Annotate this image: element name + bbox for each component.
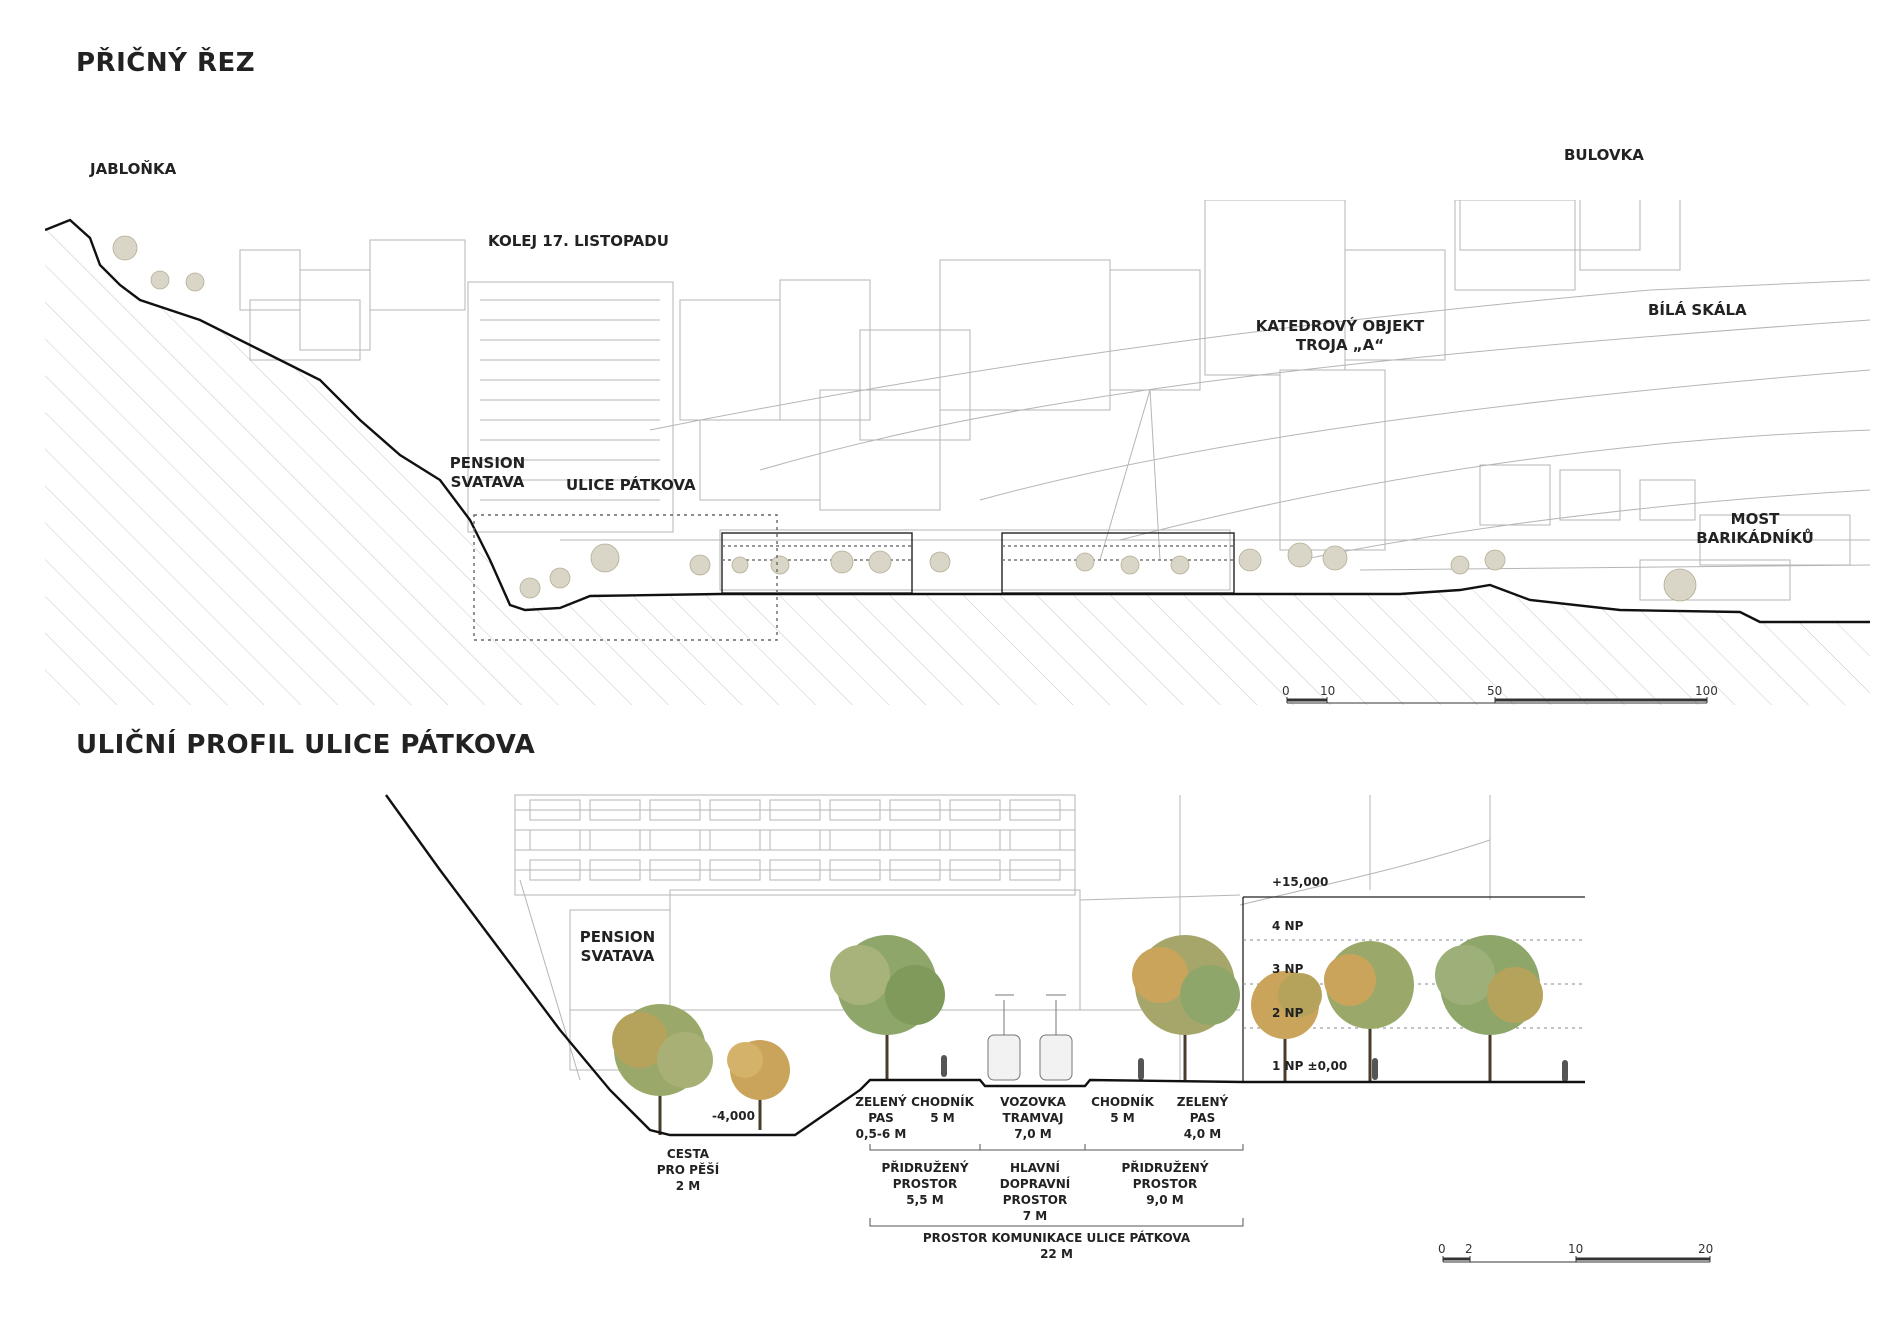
level-4np: 4 NP <box>1272 919 1304 933</box>
level-minus4: -4,000 <box>712 1109 755 1123</box>
scale1-tick-50: 50 <box>1487 684 1503 698</box>
section2-title: ULIČNÍ PROFIL ULICE PÁTKOVA <box>76 730 536 760</box>
label-pension-section1: PENSION SVATAVA <box>449 454 526 491</box>
section1-title: PŘIČNÝ ŘEZ <box>76 48 256 78</box>
label-pridruzeny-left: PŘIDRUŽENÝ PROSTOR 5,5 M <box>881 1161 969 1207</box>
trees-section1 <box>112 235 1697 602</box>
level-plus15: +15,000 <box>1272 875 1329 889</box>
trams <box>987 994 1073 1081</box>
label-ulice-patkova: ULICE PÁTKOVA <box>566 476 696 494</box>
label-jablonka: JABLOŇKA <box>90 160 177 178</box>
label-bila-skala: BÍLÁ SKÁLA <box>1648 301 1747 319</box>
scale1-tick-10: 10 <box>1320 684 1336 698</box>
label-pension-section2: PENSION SVATAVA <box>579 928 656 965</box>
scale2-tick-0: 0 <box>1438 1242 1446 1256</box>
scale2-tick-2: 2 <box>1465 1242 1473 1256</box>
scale1-tick-100: 100 <box>1695 684 1718 698</box>
label-chodnik-left: CHODNÍK 5 M <box>911 1095 974 1125</box>
level-2np: 2 NP <box>1272 1006 1304 1020</box>
dimension-lines <box>869 1144 1244 1227</box>
background-buildings <box>239 200 1870 601</box>
scale2-tick-10: 10 <box>1568 1242 1584 1256</box>
label-zeleny-pas-left: ZELENÝ PAS 0,5-6 M <box>855 1095 907 1141</box>
pedestrians <box>941 1055 1568 1082</box>
level-3np: 3 NP <box>1272 962 1304 976</box>
level-1np: 1 NP ±0,00 <box>1272 1059 1348 1073</box>
scale-bar-section2 <box>1442 1256 1711 1263</box>
label-vozovka: VOZOVKA TRAMVAJ 7,0 M <box>1000 1095 1066 1141</box>
scale2-tick-20: 20 <box>1698 1242 1714 1256</box>
scale1-tick-0: 0 <box>1282 684 1290 698</box>
terrain-line-section2 <box>385 794 1585 1137</box>
trees-section2 <box>612 935 1543 1135</box>
label-chodnik-right: CHODNÍK 5 M <box>1091 1095 1154 1125</box>
label-zeleny-pas-right: ZELENÝ PAS 4,0 M <box>1176 1095 1229 1141</box>
label-kolej: KOLEJ 17. LISTOPADU <box>488 232 669 250</box>
terrain-line-section1 <box>45 218 1870 624</box>
label-katedrovy: KATEDROVÝ OBJEKT TROJA „A“ <box>1255 317 1425 354</box>
new-building-block <box>1242 896 1585 1082</box>
label-cesta: CESTA PRO PĚŠÍ 2 M <box>656 1147 720 1193</box>
label-pridruzeny-right: PŘIDRUŽENÝ PROSTOR 9,0 M <box>1121 1161 1209 1207</box>
label-hlavni: HLAVNÍ DOPRAVNÍ PROSTOR 7 M <box>999 1161 1071 1223</box>
label-prostor-komunikace: PROSTOR KOMUNIKACE ULICE PÁTKOVA 22 M <box>922 1231 1191 1261</box>
label-most: MOST BARIKÁDNÍKŮ <box>1696 510 1814 547</box>
detail-frame <box>473 514 778 641</box>
label-bulovka: BULOVKA <box>1564 146 1644 164</box>
scale-bar-section1 <box>1286 697 1708 704</box>
